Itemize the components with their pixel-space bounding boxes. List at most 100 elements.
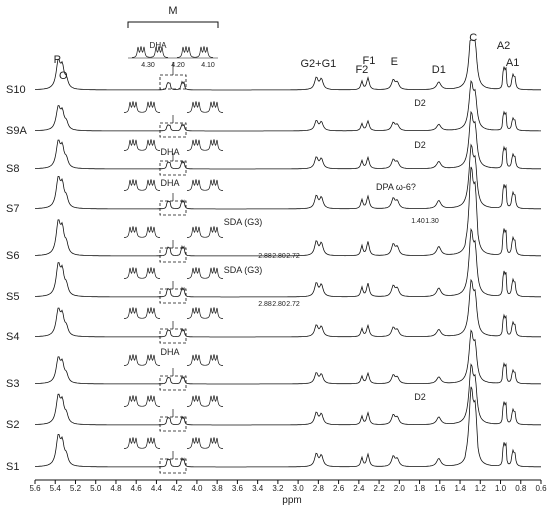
top-inset-label: M [168,5,177,17]
x-tick-label: 5.6 [29,484,41,493]
x-tick-label: 2.8 [313,484,325,493]
inset-left-multiplet [123,307,161,319]
spectrum-trace-s3 [35,329,542,385]
annotation-sda-g3-tick: 2.80 [272,301,286,308]
insets-group: M DHA 4.30 4.20 4.10 [123,5,224,474]
x-tick-label: 4.4 [151,484,163,493]
annotation-sda-g3-tick: 2.88 [258,301,272,308]
x-tick-label: 3.8 [212,484,224,493]
inset-left-multiplet [123,139,161,151]
spectrum-trace-s6 [34,166,541,257]
inset-right-multiplet [186,226,224,238]
x-tick-label: 2.4 [353,484,365,493]
x-tick-label: 1.8 [414,484,426,493]
spectrum-label-s5: S5 [6,291,19,303]
peak-label-e: E [391,56,398,68]
inset-left-multiplet [123,226,161,238]
annotation-sda-g3-tick: 2.72 [286,253,300,260]
x-tick-label: 3.0 [293,484,305,493]
annotation-dpa-6-tick: 1.30 [425,218,439,225]
inset-left-multiplet [123,101,161,113]
inset-right-multiplet [186,267,224,279]
top-inset-tick: 4.20 [171,62,185,69]
x-tick-label: 2.0 [394,484,406,493]
inset-left-multiplet [123,437,161,449]
top-inset-m: M DHA 4.30 4.20 4.10 [127,5,219,90]
annotation-d2: D2 [414,392,426,402]
peak-label-a1: A1 [506,57,519,69]
spectrum-label-s1: S1 [6,461,19,473]
x-tick-label: 2.6 [333,484,345,493]
annotation-sda-g3-tick: 2.80 [272,253,286,260]
spectrum-label-s8: S8 [6,163,19,175]
x-tick-label: 1.0 [495,484,507,493]
top-inset-bracket [127,21,219,28]
inset-left-multiplet [123,267,161,279]
x-tick-label: 3.2 [272,484,284,493]
spectrum-trace-s5 [34,227,541,298]
annotation-dpa-6: DPA ω-6? [376,182,416,192]
peak-label-f2: F2 [355,64,368,76]
inset-right-multiplet [186,101,224,113]
peak-label-p: P [54,54,61,66]
x-tick-label: 5.2 [70,484,82,493]
spectrum-label-s2: S2 [6,419,19,431]
spectrum-label-s9a: S9A [6,125,27,137]
x-tick-label: 5.0 [90,484,102,493]
top-inset-right-multiplet [176,46,214,58]
annotation-d2: D2 [414,140,426,150]
x-tick-label: 4.2 [171,484,183,493]
annotation-dpa-6-tick: 1.40 [411,218,425,225]
inset-right-multiplet [186,395,224,407]
inset-right-multiplet [186,179,224,191]
peak-label-c: C [469,32,477,44]
spectrum-trace-s10 [35,39,541,91]
annotation-dha: DHA [160,178,179,188]
spectrum-trace-s8 [34,110,541,170]
x-tick-label: 0.8 [515,484,527,493]
peak-label-a2: A2 [497,40,510,52]
spectrum-trace-s1 [35,386,541,468]
spectrum-trace-s4 [34,278,541,338]
spectrum-label-s7: S7 [6,203,19,215]
x-tick-label: 1.2 [475,484,487,493]
top-inset-tick: 4.30 [141,62,155,69]
inset-left-multiplet [123,179,161,191]
annotation-sda-g3-tick: 2.72 [286,301,300,308]
inset-right-multiplet [186,437,224,449]
inset-right-multiplet [186,139,224,151]
x-tick-label: 0.6 [535,484,547,493]
spectrum-trace-s9a [35,80,541,132]
peak-label-d1: D1 [432,64,446,76]
spectrum-trace-s2 [35,363,541,426]
inset-left-multiplet [123,354,161,366]
x-tick-label: 4.6 [131,484,143,493]
top-inset-dha-label: DHA [150,41,168,50]
x-tick-label: 3.4 [252,484,264,493]
top-inset-tick: 4.10 [201,62,215,69]
spectrum-label-s4: S4 [6,331,19,343]
spectrum-label-s6: S6 [6,250,19,262]
x-axis-label: ppm [282,495,301,506]
annotation-dha: DHA [160,347,179,357]
inset-left-multiplet [123,395,161,407]
annotation-sda-g3-tick: 2.88 [258,253,272,260]
annotation-d2: D2 [414,98,426,108]
top-inset-left-multiplet [131,46,169,58]
x-tick-label: 4.8 [110,484,122,493]
x-tick-label: 3.6 [232,484,244,493]
annotation-sda-g3: SDA (G3) [224,265,263,275]
spectrum-trace-s7 [35,143,541,210]
x-tick-label: 4.0 [191,484,203,493]
x-tick-label: 1.6 [434,484,446,493]
x-tick-label: 1.4 [454,484,466,493]
annotation-sda-g3: SDA (G3) [224,217,263,227]
x-tick-label: 2.2 [374,484,386,493]
spectrum-label-s10: S10 [6,84,26,96]
